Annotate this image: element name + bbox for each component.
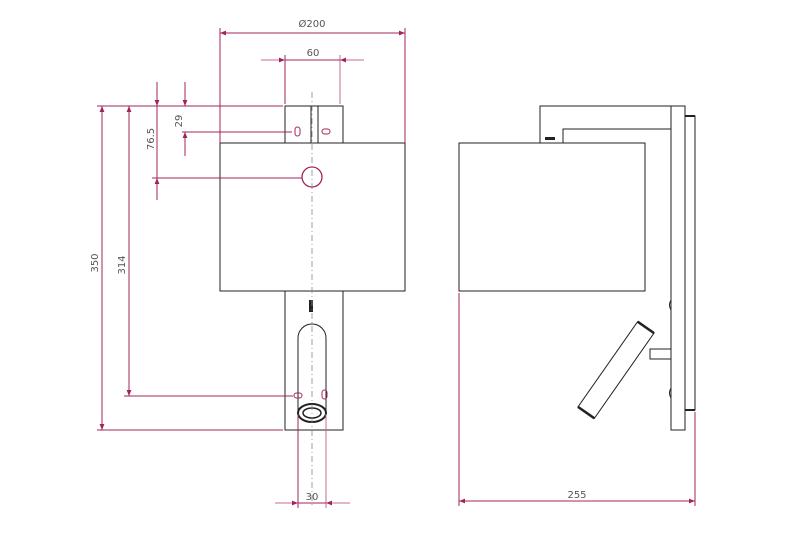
lower-slot-right [321,389,328,400]
side-shade [458,142,646,292]
front-view: Ø200 60 29 76.5 350 314 [90,18,406,508]
dim-shade-diameter: Ø200 [299,18,326,30]
reading-light-tube [297,323,327,414]
reading-arm [649,348,672,360]
lower-backplate [284,290,344,431]
wall-plate [670,105,686,431]
dim-top-offset-large: 76.5 [146,128,157,150]
lamp-shade [219,142,406,292]
side-view: 255 [458,105,696,506]
mounting-slot-right [321,128,331,135]
wall-mount [684,115,696,411]
mounting-slot-left [294,126,301,137]
dim-total-depth: 255 [567,490,586,501]
dim-backplate-width: 60 [307,48,320,59]
dim-top-offset-small: 29 [174,115,185,128]
reading-light-side [577,320,655,420]
lower-slot-left [293,392,303,399]
top-arm [539,105,671,143]
top-backplate [284,105,344,144]
switch-slot [309,300,313,312]
dim-reading-light-height: 314 [117,255,128,274]
dim-total-height: 350 [90,253,101,272]
dim-reading-light-width: 30 [306,492,319,503]
